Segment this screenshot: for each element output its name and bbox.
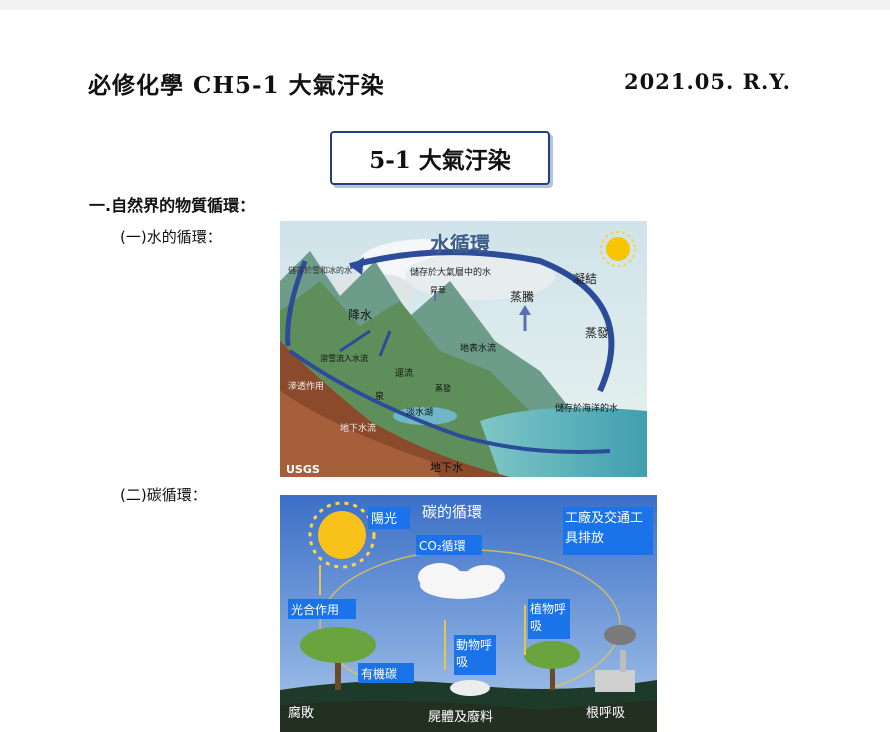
label-precipitation: 降水 [348,308,372,322]
label-photosynthesis: 光合作用 [291,602,339,617]
section-title: 5-1 大氣汙染 [369,147,511,174]
carbon-cycle-title: 碳的循環 [422,503,482,521]
document-title: 必修化學 CH5-1 大氣汙染 [88,72,385,99]
label-surface-runoff: 地表水流 [460,342,496,354]
label-atmosphere: 儲存於大氣層中的水 [410,266,491,278]
label-remains: 屍體及廢料 [428,710,493,725]
label-groundwater-flow: 地下水流 [340,422,376,434]
label-runoff: 逕流 [395,367,413,379]
label-decay: 腐敗 [288,706,314,721]
label-spring: 泉 [375,390,384,402]
label-co2-cycle: CO₂循環 [419,539,466,553]
label-infiltration: 滲透作用 [288,380,324,392]
label-ocean-storage: 儲存於海洋的水 [555,402,618,414]
heading-water-cycle: (一)水的循環： [120,228,222,246]
label-sublimation: 昇華 [430,285,446,295]
label-condensation: 凝結 [573,271,597,286]
label-factory-emission: 工廠及交通工具排放 [565,511,644,546]
label-groundwater: 地下水 [430,461,463,474]
label-evaporation: 蒸發 [585,325,609,340]
carbon-cycle-figure: 碳的循環 陽光 CO₂循環 工廠及交通工具排放 光合作用 植物呼吸 動物呼吸 有… [280,495,657,732]
water-cycle-figure: 水循環 儲存於雪和冰的水 儲存於大氣層中的水 昇華 凝結 蒸騰 蒸發 降水 溶雪… [280,221,647,477]
water-cycle-title: 水循環 [430,232,491,256]
top-bar [0,0,890,10]
label-evaporation-lake: 蒸發 [435,383,451,393]
label-root-respiration: 根呼吸 [586,706,625,721]
heading-carbon-cycle: (二)碳循環： [120,486,207,504]
label-organic-carbon: 有機碳 [361,666,397,681]
label-lake: 淡水湖 [406,406,433,418]
label-plant-respiration: 植物呼吸 [530,602,567,633]
section-title-box: 5-1 大氣汙染 [330,131,550,185]
label-snowmelt: 溶雪流入水流 [320,353,368,363]
heading-material-cycle: 一.自然界的物質循環： [89,196,256,215]
document-date: 2021.05. R.Y. [624,69,791,94]
label-transpiration: 蒸騰 [510,289,534,304]
usgs-logo: USGS [286,463,320,476]
label-ice: 儲存於雪和冰的水 [288,265,352,275]
label-animal-respiration: 動物呼吸 [456,638,493,669]
label-sunlight: 陽光 [371,512,397,527]
